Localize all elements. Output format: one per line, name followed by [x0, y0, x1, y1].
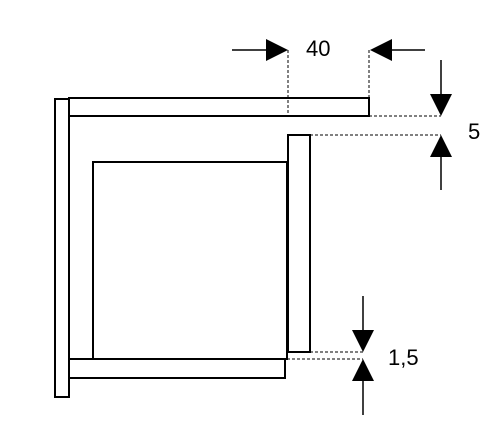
- bottom-gap-label: 1,5: [388, 345, 419, 370]
- offset-arrow-bottom-head: [430, 135, 452, 157]
- bottom-panel: [68, 358, 286, 379]
- cabinet-parts: [54, 97, 370, 398]
- bottom-gap-arrow-bottom-head: [352, 359, 374, 381]
- top-gap-label: 40: [306, 36, 330, 61]
- bottom-gap-arrow-top-head: [352, 330, 374, 352]
- front-door-panel: [287, 134, 311, 353]
- inner-box: [92, 161, 288, 360]
- offset-label: 5: [468, 119, 480, 144]
- dimension-vertical-offset: 5: [310, 60, 480, 190]
- top-panel: [68, 97, 370, 117]
- offset-arrow-top-head: [430, 94, 452, 116]
- left-side-panel: [54, 98, 70, 398]
- top-gap-arrow-right-head: [370, 39, 392, 61]
- top-gap-arrow-left-head: [266, 39, 288, 61]
- dimension-bottom-gap: 1,5: [287, 296, 419, 415]
- dimension-top-gap: 40: [232, 36, 425, 116]
